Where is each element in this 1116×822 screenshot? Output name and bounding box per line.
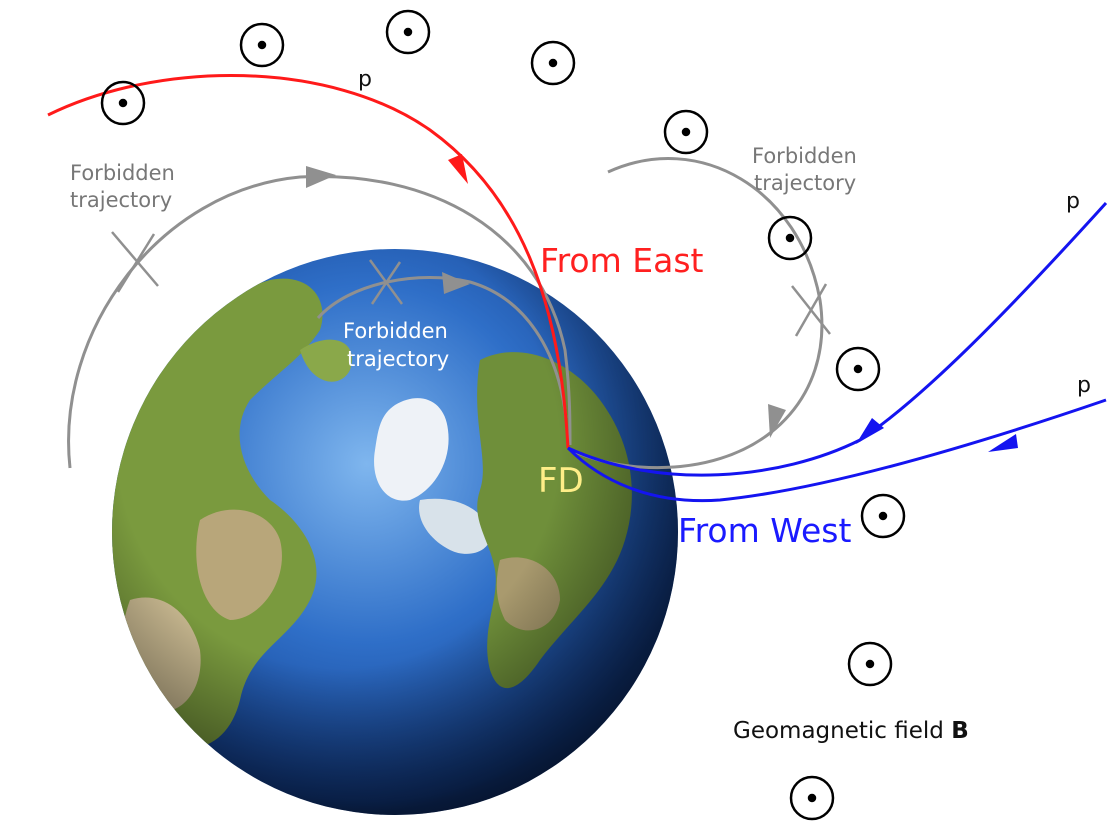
dot-in-circle-icon xyxy=(847,641,893,687)
forbidden-left-label-line1: Forbidden xyxy=(70,161,175,185)
dot-in-circle-icon xyxy=(385,9,431,55)
field-text: Geomagnetic field xyxy=(733,718,951,744)
detector-label: FD xyxy=(538,461,584,501)
dot-in-circle-icon xyxy=(860,493,906,539)
forbidden-trajectories xyxy=(67,157,824,470)
forbidden-left-label-line2: trajectory xyxy=(70,188,172,212)
earth-globe xyxy=(112,249,678,815)
west-arrowheads xyxy=(856,418,1018,452)
forbidden-center-label-line2: trajectory xyxy=(347,347,449,371)
dot-in-circle-icon xyxy=(789,775,835,821)
particle-label-top: p xyxy=(358,67,372,92)
geomagnetic-field-label: Geomagnetic field B xyxy=(733,718,969,744)
particle-label-right-upper: p xyxy=(1066,189,1080,214)
forbidden-right-label-line2: trajectory xyxy=(754,171,856,195)
dot-in-circle-icon xyxy=(663,109,709,155)
field-symbol: B xyxy=(951,718,969,744)
dot-in-circle-icon xyxy=(835,346,881,392)
from-west-label: From West xyxy=(678,511,851,550)
dot-in-circle-icon xyxy=(530,40,576,86)
field-markers xyxy=(100,9,906,821)
forbidden-arrowheads xyxy=(306,166,786,438)
forbidden-trajectory-right xyxy=(569,157,824,470)
forbidden-center-label-line1: Forbidden xyxy=(343,319,448,343)
trajectory-from-east xyxy=(47,73,570,449)
dot-in-circle-icon xyxy=(100,80,146,126)
forbidden-cross-marks xyxy=(111,231,831,337)
forbidden-right-label-line1: Forbidden xyxy=(752,144,857,168)
dot-in-circle-icon xyxy=(767,215,813,261)
dot-in-circle-icon xyxy=(239,22,285,68)
forbidden-trajectory-center xyxy=(316,276,568,419)
from-east-label: From East xyxy=(540,241,704,280)
forbidden-trajectory-left xyxy=(67,174,572,469)
particle-label-right-lower: p xyxy=(1077,373,1091,398)
